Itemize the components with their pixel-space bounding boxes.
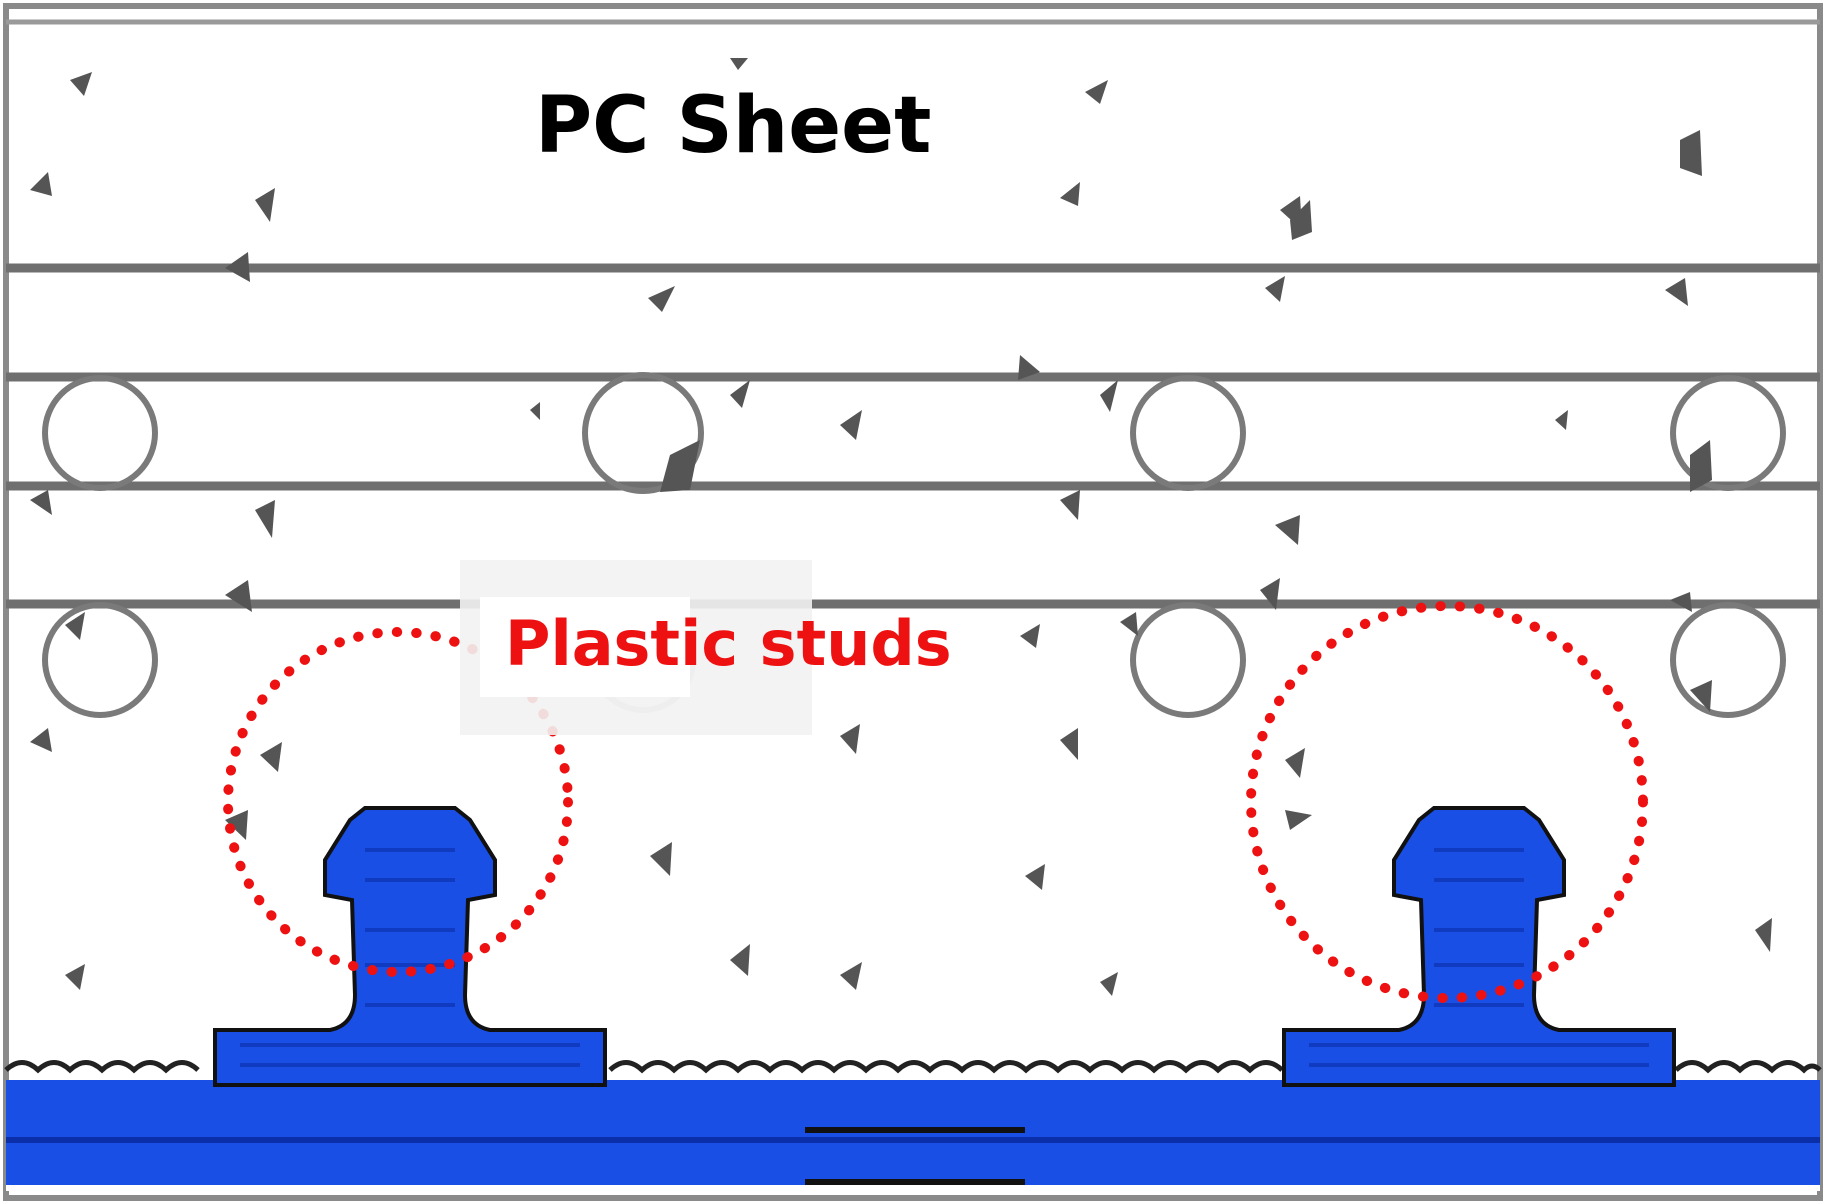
speckle [840, 724, 860, 754]
speckle [1020, 624, 1040, 648]
circle [42, 375, 158, 491]
speckle [1060, 728, 1078, 760]
speckle [65, 964, 85, 990]
speckle [30, 172, 52, 196]
speckle [530, 402, 540, 420]
stud-right [1282, 806, 1676, 1087]
speckle [730, 58, 748, 70]
speckle [730, 380, 750, 408]
circle [42, 602, 158, 718]
speckle [1290, 200, 1312, 240]
speckle [1690, 680, 1712, 712]
speckle [1100, 380, 1118, 412]
speckle [1275, 515, 1300, 545]
speckle [840, 410, 862, 440]
speckle [660, 440, 700, 492]
callout-circle-right [1246, 601, 1648, 1003]
title-label: PC Sheet [535, 81, 931, 171]
speckle [1285, 748, 1305, 778]
circle [1130, 375, 1246, 491]
speckle [648, 286, 675, 312]
speckle [65, 612, 85, 640]
speckle [70, 72, 92, 96]
speckle [730, 944, 750, 976]
speckle [1060, 182, 1080, 206]
speckle [1680, 130, 1702, 176]
speckle [225, 580, 252, 612]
speckle [1555, 410, 1568, 430]
callout-circles [223, 601, 1648, 1003]
circle [582, 372, 704, 494]
studs [213, 806, 1676, 1087]
stud-left [213, 806, 607, 1087]
sheet-lines [6, 263, 1820, 609]
speckle [1260, 578, 1280, 610]
speckle [260, 742, 282, 772]
speckle [1060, 490, 1080, 520]
speckle [1665, 278, 1688, 306]
speckle [225, 810, 248, 840]
circle [1670, 602, 1786, 718]
speckle [1755, 918, 1772, 952]
stud-body [1282, 806, 1676, 1087]
speckle [255, 188, 275, 222]
speckle [1690, 440, 1712, 492]
speckle [1670, 592, 1692, 612]
speckle [255, 500, 275, 538]
base-scallop-line [4, 1060, 1822, 1074]
speckle [1120, 612, 1138, 636]
speckle [30, 490, 52, 515]
speckle [1085, 80, 1108, 104]
speckle [225, 252, 250, 282]
speckle [1025, 864, 1045, 890]
speckle [30, 728, 52, 752]
speckle [650, 842, 672, 876]
speckle [1100, 972, 1118, 996]
stud-body [213, 806, 607, 1087]
speckle [1265, 276, 1285, 302]
circle [1130, 602, 1246, 718]
callout-label-highlight [480, 597, 690, 697]
circle [1670, 375, 1786, 491]
speckle [1285, 810, 1312, 830]
callout-circle-left [223, 627, 573, 977]
speckle [840, 962, 862, 990]
base-board [6, 1080, 1820, 1190]
plastic-studs-label: Plastic studs [505, 607, 952, 680]
speckle [1018, 355, 1040, 380]
